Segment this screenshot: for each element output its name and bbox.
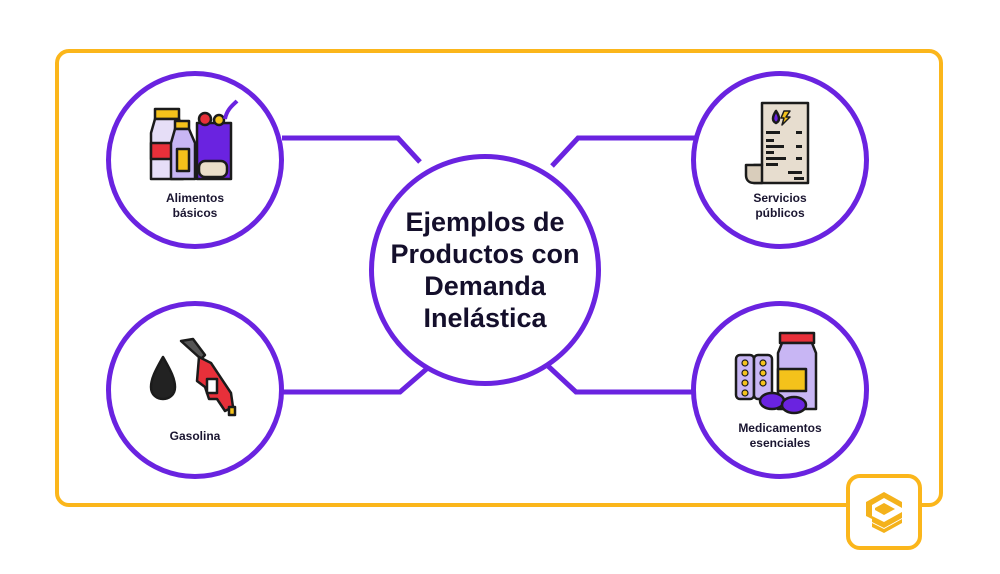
fuel-nozzle-icon — [149, 337, 237, 416]
node-label: Servicios públicos — [753, 191, 807, 220]
medicine-icon — [734, 331, 818, 415]
node-label: Gasolina — [169, 428, 221, 443]
connector-bottom-left — [282, 364, 432, 395]
connector-bottom-right — [546, 364, 698, 395]
groceries-icon — [149, 99, 239, 181]
node-alimentos-basicos: Alimentos básicos — [106, 71, 284, 249]
node-medicamentos-esenciales: Medicamentos esenciales — [691, 301, 869, 479]
diagram-frame — [55, 49, 943, 507]
connector-top-left — [282, 135, 422, 164]
utility-bill-icon — [744, 101, 810, 185]
connector-top-right — [550, 135, 698, 168]
node-servicios-publicos: Servicios públicos — [691, 71, 869, 249]
node-center-title: Ejemplos de Productos con Demanda Inelás… — [369, 154, 601, 386]
stacked-layers-logo-icon — [866, 492, 902, 533]
brand-logo — [846, 474, 922, 550]
node-gasolina: Gasolina — [106, 301, 284, 479]
diagram-title: Ejemplos de Productos con Demanda Inelás… — [390, 207, 580, 333]
node-label: Medicamentos esenciales — [738, 421, 822, 450]
node-label: Alimentos básicos — [165, 191, 224, 220]
